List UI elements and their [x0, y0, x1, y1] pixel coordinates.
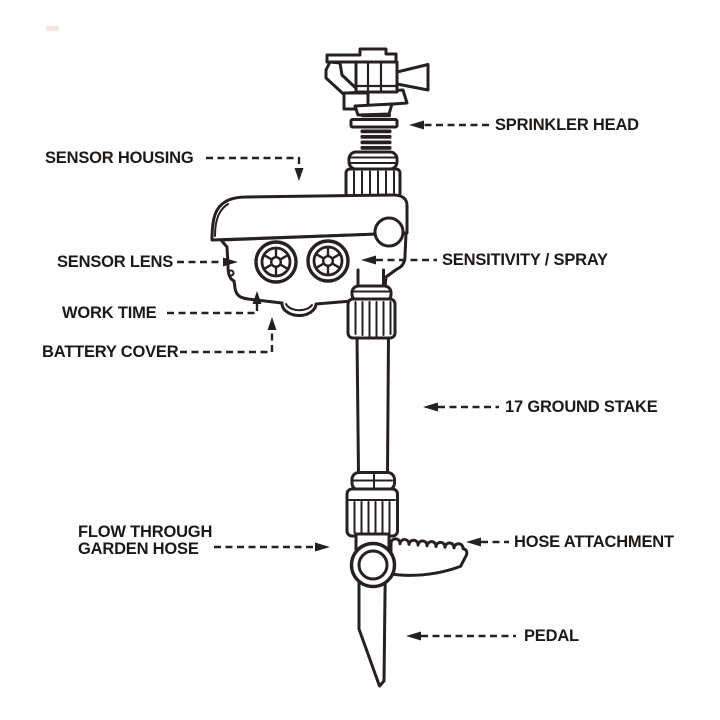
arrow-sensor-housing: [206, 156, 301, 167]
label-flow-through-line2: GARDEN HOSE: [78, 540, 199, 558]
sprinkler-stem-threads: [344, 113, 402, 199]
label-sprinkler-head: SPRINKLER HEAD: [495, 116, 639, 134]
label-pedal: PEDAL: [524, 627, 579, 645]
callout-arrows: [167, 123, 516, 638]
label-flow-through-garden-hose: FLOW THROUGH GARDEN HOSE: [78, 524, 212, 558]
arrow-battery-cover: [180, 331, 274, 354]
ground-stake-tube: [355, 334, 390, 476]
label-ground-stake: 17 GROUND STAKE: [505, 398, 658, 416]
label-flow-through-line1: FLOW THROUGH: [78, 523, 213, 541]
label-battery-cover: BATTERY COVER: [42, 343, 179, 361]
pedal-wedge: [349, 537, 469, 589]
label-sensor-lens: SENSOR LENS: [57, 253, 174, 271]
sensitivity-knob: [373, 216, 405, 248]
stake-coupler-top: [346, 284, 397, 340]
sprinkler-head-drawing: [324, 47, 430, 117]
callout-arrowheads: [223, 120, 481, 641]
faint-watermark-mark: [46, 26, 59, 31]
label-work-time: WORK TIME: [62, 304, 157, 322]
arrow-work-time: [167, 304, 259, 315]
sensor-lens-dials: [254, 239, 350, 284]
label-sensor-housing: SENSOR HOUSING: [45, 149, 194, 167]
label-hose-attachment: HOSE ATTACHMENT: [514, 533, 674, 551]
hose-connector-bottom: [345, 471, 399, 562]
label-sensitivity-spray: SENSITIVITY / SPRAY: [442, 251, 608, 269]
